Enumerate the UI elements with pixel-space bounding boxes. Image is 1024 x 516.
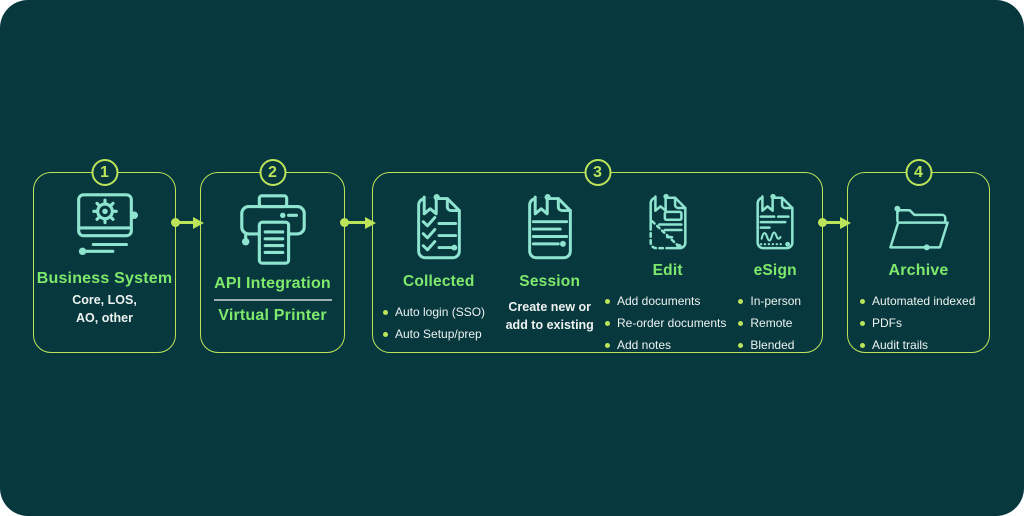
bullet-item: Add documents: [604, 294, 726, 308]
step-title: Business System: [36, 270, 173, 287]
arrow-start-dot: [171, 218, 180, 227]
column-session: Session Create new or add to existing: [498, 193, 601, 352]
step-number-badge-1: 1: [91, 159, 118, 186]
arrow-line: [347, 221, 366, 224]
archive-bullet-list: Automated indexed PDFs Audit trails: [848, 286, 975, 352]
bullet-item: Auto login (SSO): [383, 305, 485, 319]
title-divider: [213, 299, 332, 301]
column-collected: Collected Auto login (SSO) Auto Setup/pr…: [379, 193, 498, 352]
arrow-head-icon: [365, 216, 376, 229]
step-box-api-integration: 2 API Integration Virtual Printer: [200, 159, 345, 353]
bullet-item: Automated indexed: [860, 294, 975, 308]
subtitle-line-2: AO, other: [76, 311, 133, 326]
arrow-head-icon: [840, 216, 851, 229]
document-esign-icon: [756, 193, 794, 250]
bullet-item: PDFs: [860, 316, 975, 330]
flow-arrow-3: [818, 216, 851, 229]
esign-bullet-list: In-person Remote Blended: [734, 286, 801, 352]
step-subtitle: Core, LOS, AO, other: [72, 291, 137, 327]
bullet-item: Add notes: [604, 338, 726, 352]
step-number-badge-4: 4: [905, 159, 932, 186]
edit-bullet-list: Add documents Re-order documents Add not…: [601, 286, 726, 352]
session-note: Create new or add to existing: [505, 300, 594, 333]
flow-arrow-2: [340, 216, 376, 229]
bullet-item: In-person: [738, 294, 801, 308]
arrow-line: [825, 221, 841, 224]
step-box-process: 3 Collected Auto login (SSO): [372, 159, 823, 353]
step-number-badge-2: 2: [259, 159, 286, 186]
arrow-line: [178, 221, 194, 224]
step-title-bottom: Virtual Printer: [218, 307, 327, 324]
bullet-item: Auto Setup/prep: [383, 327, 485, 341]
step-box-business-system: 1 Business System Core,: [33, 159, 176, 353]
flow-arrow-1: [171, 216, 204, 229]
monitor-gear-icon: [76, 193, 138, 256]
step-number-badge-3: 3: [584, 159, 611, 186]
column-title: Session: [519, 273, 581, 290]
document-session-icon: [527, 194, 572, 260]
step-box-archive: 4 Archive Automated indexed PDFs Audit t…: [847, 159, 990, 353]
arrow-head-icon: [193, 216, 204, 229]
document-checklist-icon: [416, 194, 461, 260]
column-title: eSign: [753, 262, 797, 279]
column-esign: eSign In-person Remote Blended: [734, 193, 816, 352]
step-title-top: API Integration: [214, 275, 331, 292]
bullet-item: Re-order documents: [604, 316, 726, 330]
column-title: Edit: [652, 262, 683, 279]
step-title: Archive: [888, 262, 949, 279]
subtitle-line-1: Core, LOS,: [72, 293, 137, 307]
arrow-start-dot: [818, 218, 827, 227]
column-edit: Edit Add documents Re-order documents Ad…: [601, 193, 734, 352]
printer-icon: [239, 194, 306, 265]
document-edit-icon: [649, 193, 687, 250]
bullet-item: Blended: [738, 338, 801, 352]
column-title: Collected: [402, 273, 475, 290]
bullet-item: Remote: [738, 316, 801, 330]
bullet-item: Audit trails: [860, 338, 975, 352]
folder-archive-icon: [888, 205, 949, 251]
arrow-start-dot: [340, 218, 349, 227]
collected-bullet-list: Auto login (SSO) Auto Setup/prep: [379, 297, 485, 341]
